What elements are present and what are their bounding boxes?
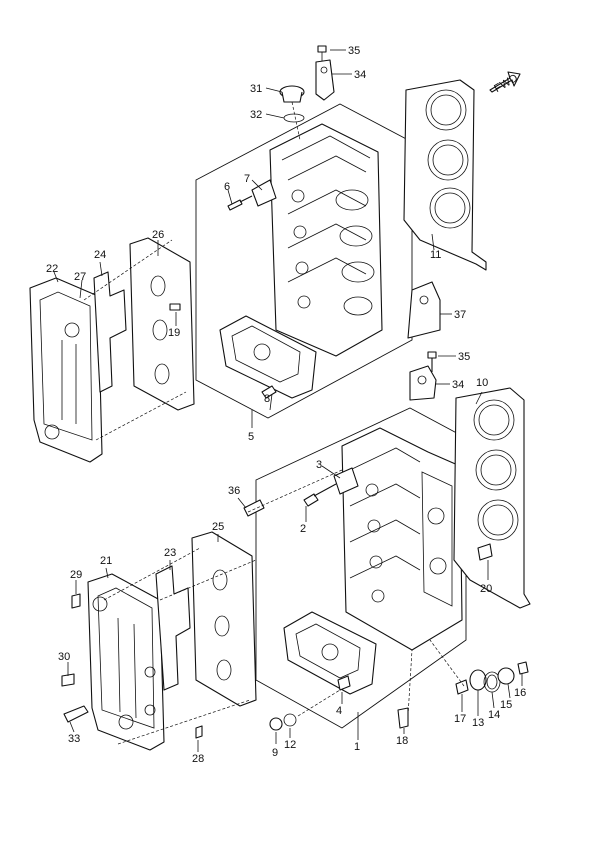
callout-26: 26 xyxy=(152,229,164,241)
upper-assembly-outline xyxy=(195,103,413,419)
callout-21: 21 xyxy=(100,555,112,567)
assembly-lines xyxy=(83,101,465,745)
bracket-34-mid xyxy=(409,365,437,401)
bolt-16 xyxy=(517,661,529,675)
o-ring-32 xyxy=(283,113,305,123)
bolt-18 xyxy=(397,707,409,729)
callout-4: 4 xyxy=(336,705,342,717)
bolt-8 xyxy=(261,385,277,399)
oil-cap-31 xyxy=(279,85,305,103)
head-cover-21 xyxy=(87,573,165,751)
gasket-24 xyxy=(93,271,127,393)
washer-15 xyxy=(497,667,515,685)
plug-9 xyxy=(269,717,283,731)
bolt-29 xyxy=(71,593,81,609)
callout-12: 12 xyxy=(284,739,296,751)
bolt-2 xyxy=(303,483,337,507)
callout-35-mid: 35 xyxy=(458,351,470,363)
callout-5: 5 xyxy=(248,431,254,443)
callout-8: 8 xyxy=(264,393,270,405)
bolt-6 xyxy=(227,195,253,211)
callout-6: 6 xyxy=(224,181,230,193)
callout-36: 36 xyxy=(228,485,240,497)
callout-28: 28 xyxy=(192,753,204,765)
callout-19: 19 xyxy=(168,327,180,339)
callout-1: 1 xyxy=(354,741,360,753)
pin-36 xyxy=(243,499,265,517)
bracket-37 xyxy=(407,281,441,339)
callout-37: 37 xyxy=(454,309,466,321)
leader-lines xyxy=(53,49,523,752)
bolt-35-mid xyxy=(427,351,437,372)
callout-3: 3 xyxy=(316,459,322,471)
gasket-11 xyxy=(403,79,487,271)
callout-20: 20 xyxy=(480,583,492,595)
fwd-label: FWD xyxy=(492,72,520,95)
bracket-3 xyxy=(333,467,359,495)
bracket-7 xyxy=(251,179,277,207)
bolt-28 xyxy=(195,725,203,739)
callout-30: 30 xyxy=(58,651,70,663)
callout-34-top: 34 xyxy=(354,69,366,81)
callout-13: 13 xyxy=(472,717,484,729)
callout-23: 23 xyxy=(164,547,176,559)
callout-22: 22 xyxy=(46,263,58,275)
callout-32: 32 xyxy=(250,109,262,121)
callout-25: 25 xyxy=(212,521,224,533)
bolt-30 xyxy=(61,673,75,687)
gasket-23 xyxy=(155,565,191,691)
gasket-25 xyxy=(191,531,257,707)
callout-24: 24 xyxy=(94,249,106,261)
callout-2: 2 xyxy=(300,523,306,535)
callout-7: 7 xyxy=(244,173,250,185)
bolt-17 xyxy=(455,679,469,695)
callout-15: 15 xyxy=(500,699,512,711)
bolt-4 xyxy=(337,675,351,691)
pin-20 xyxy=(477,543,493,561)
callout-31: 31 xyxy=(250,83,262,95)
head-cover-22 xyxy=(29,277,103,463)
fwd-arrow-icon: FWD xyxy=(489,71,521,95)
lower-cylinder-head xyxy=(283,427,463,695)
callout-17: 17 xyxy=(454,713,466,725)
callout-33: 33 xyxy=(68,733,80,745)
gasket-26 xyxy=(129,237,195,411)
callout-29: 29 xyxy=(70,569,82,581)
callout-14: 14 xyxy=(488,709,500,721)
callout-10: 10 xyxy=(476,377,488,389)
callout-9: 9 xyxy=(272,747,278,759)
bracket-34-top xyxy=(315,59,335,101)
bolt-19 xyxy=(169,303,181,311)
callout-35-top: 35 xyxy=(348,45,360,57)
lower-assembly-outline xyxy=(255,407,467,729)
callout-27: 27 xyxy=(74,271,86,283)
callout-34-mid: 34 xyxy=(452,379,464,391)
callout-11: 11 xyxy=(430,249,441,261)
spark-plug-33 xyxy=(63,705,89,723)
gasket-10 xyxy=(453,387,531,609)
sensor-13 xyxy=(469,669,487,691)
callout-16: 16 xyxy=(514,687,526,699)
upper-cylinder-head xyxy=(219,123,383,399)
callout-18: 18 xyxy=(396,735,408,747)
washer-12 xyxy=(283,713,297,727)
